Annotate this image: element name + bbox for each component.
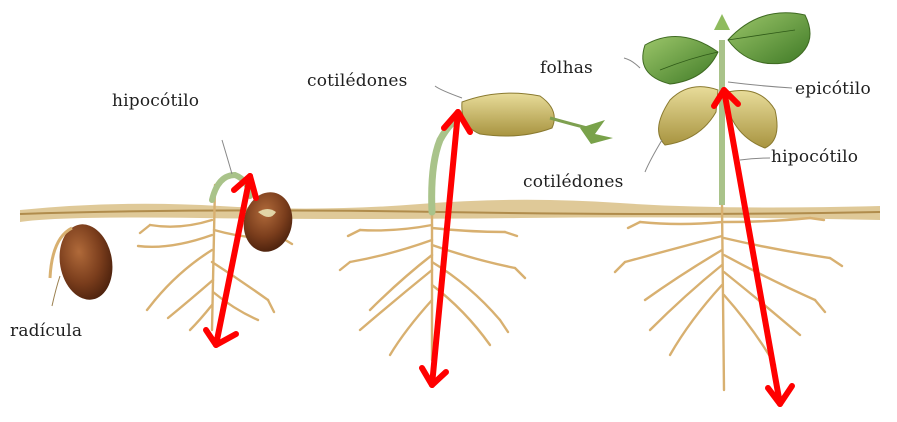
stage-1-seed bbox=[50, 220, 118, 306]
arrow-2 bbox=[422, 112, 470, 385]
label-hipocotilo-left: hipocótilo bbox=[112, 91, 199, 111]
label-folhas: folhas bbox=[540, 58, 593, 78]
label-epicotilo: epicótilo bbox=[795, 79, 871, 99]
label-cotiledones-top: cotilédones bbox=[307, 71, 408, 91]
label-cotiledones-bottom: cotilédones bbox=[523, 172, 624, 192]
stage-2-seedling bbox=[138, 140, 298, 330]
red-arrows bbox=[206, 90, 792, 404]
label-radicula: radícula bbox=[10, 321, 82, 341]
stage-3-seedling bbox=[340, 86, 613, 360]
label-hipocotilo-right: hipocótilo bbox=[771, 147, 858, 167]
stage-4-seedling bbox=[615, 13, 842, 390]
